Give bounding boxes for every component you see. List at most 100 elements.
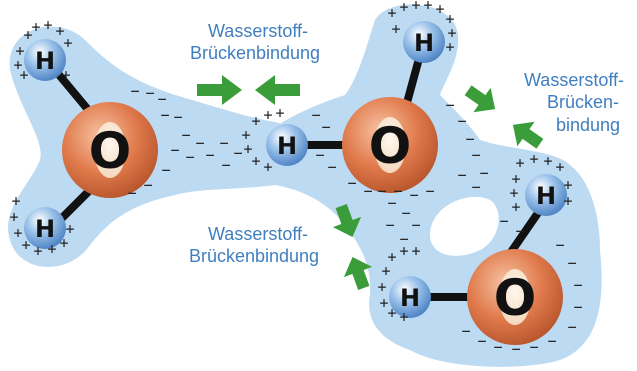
negative-charge: − [130,82,139,100]
negative-charge: − [465,130,474,148]
hydrogen-atom-2: H [24,207,66,249]
oxygen-atom-left: O [62,102,158,198]
negative-charge: − [377,182,386,200]
positive-charge: + [399,308,408,326]
negative-charge: − [477,332,486,350]
negative-charge: − [127,184,136,202]
negative-charge: − [385,216,394,234]
negative-charge: − [161,161,170,179]
negative-charge: − [221,156,230,174]
positive-charge: + [33,242,42,260]
negative-charge: − [185,148,194,166]
negative-charge: − [181,126,190,144]
negative-charge: − [233,144,242,162]
positive-charge: + [23,26,32,44]
positive-charge: + [13,56,22,74]
atom-symbol: H [35,47,55,75]
positive-charge: + [387,4,396,22]
negative-charge: − [479,164,488,182]
arrow-left-1 [255,75,300,105]
atom-symbol: H [277,132,297,160]
positive-charge: + [399,0,408,16]
negative-charge: − [205,146,214,164]
positive-charge: + [65,220,74,238]
hydrogen-atoms: H H H H H H [24,21,567,318]
negative-charge: − [173,108,182,126]
positive-charge: + [529,150,538,168]
cloud-hole [430,196,499,256]
negative-charge: − [529,338,538,356]
negative-charge: − [425,182,434,200]
negative-charge: − [157,90,166,108]
positive-charge: + [423,0,432,14]
label-line: Brücken- [547,92,619,112]
negative-charge: − [573,276,582,294]
atom-symbol: H [536,182,556,210]
negative-charge: − [143,176,152,194]
positive-charge: + [509,184,518,202]
negative-charge: − [411,216,420,234]
negative-charge: − [555,236,564,254]
negative-charge: − [219,134,228,152]
positive-charge: + [445,38,454,56]
atom-symbol: H [35,215,55,243]
positive-charge: + [445,10,454,28]
label-line: Wasserstoff- [524,70,624,90]
negative-charge: − [409,186,418,204]
positive-charge: + [21,236,30,254]
negative-charge: − [170,141,179,159]
negative-charge: − [195,134,204,152]
positive-charge: + [447,24,456,42]
positive-charge: + [61,66,70,84]
negative-charge: − [393,182,402,200]
negative-charge: − [347,174,356,192]
negative-charge: − [471,146,480,164]
positive-charge: + [391,20,400,38]
partial-charges: ++++++++++++++++++++++++++++++++++++++++… [9,0,582,358]
hydrogen-bond-label-3: Wasserstoff- Brückenbindung [189,224,319,266]
hydrogen-bond-label-2: Wasserstoff- Brücken- bindung [524,70,624,135]
positive-charge: + [379,294,388,312]
positive-charge: + [43,16,52,34]
oxygen-atoms: O O O [62,97,563,345]
positive-charge: + [555,158,564,176]
positive-charge: + [13,224,22,242]
negative-charge: − [457,112,466,130]
hydrogen-atom-1: H [24,39,66,81]
atom-symbol: O [494,269,537,327]
negative-charge: − [461,322,470,340]
positive-charge: + [47,240,56,258]
positive-charge: + [63,34,72,52]
positive-charge: + [387,248,396,266]
negative-charge: − [515,222,524,240]
positive-charge: + [263,106,272,124]
negative-charge: − [401,204,410,222]
negative-charge: − [567,254,576,272]
hydrogen-atom-3: H [266,124,308,166]
positive-charge: + [55,22,64,40]
atom-symbol: O [369,117,412,175]
negative-charge: − [315,146,324,164]
bond-arrows [197,75,544,291]
negative-charge: − [311,106,320,124]
hydrogen-atom-5: H [525,174,567,216]
negative-charge: − [499,212,508,230]
label-line: bindung [556,115,620,135]
negative-charge: − [547,332,556,350]
positive-charge: + [511,170,520,188]
positive-charge: + [9,208,18,226]
negative-charge: − [471,178,480,196]
atom-symbol: O [89,122,132,180]
arrow-up-3 [343,256,373,291]
positive-charge: + [243,140,252,158]
positive-charge: + [563,176,572,194]
positive-charge: + [515,154,524,172]
positive-charge: + [59,234,68,252]
negative-charge: − [327,158,336,176]
oxygen-atom-right: O [467,249,563,345]
negative-charge: − [493,338,502,356]
negative-charge: − [445,96,454,114]
positive-charge: + [275,104,284,122]
